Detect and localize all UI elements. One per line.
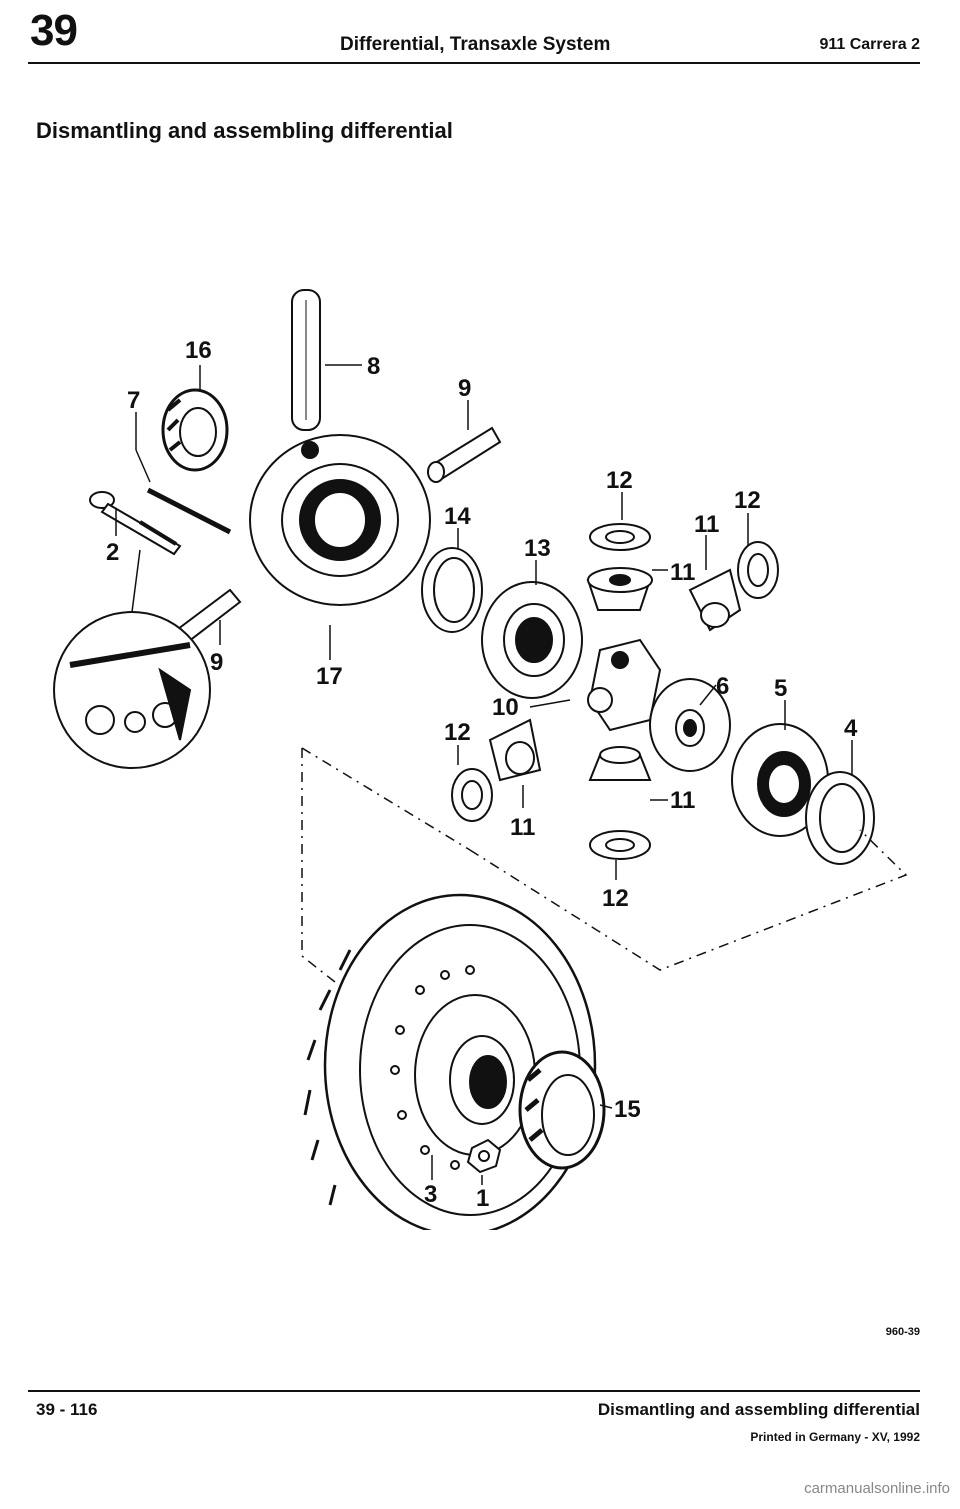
callout-4: 4 bbox=[844, 715, 858, 742]
shaft-part bbox=[291, 289, 321, 431]
callout-11-top-right: 11 bbox=[694, 511, 719, 538]
bolt-2-part bbox=[89, 491, 182, 556]
chapter-number: 39 bbox=[30, 6, 78, 55]
detail-inset bbox=[53, 549, 211, 769]
callout-16: 16 bbox=[185, 337, 212, 364]
thrust-washer-4-part bbox=[805, 771, 875, 865]
callout-10: 10 bbox=[492, 694, 519, 721]
callout-14: 14 bbox=[444, 503, 471, 530]
callout-12-right: 12 bbox=[734, 487, 761, 514]
bearing-16-part bbox=[161, 388, 229, 472]
pinion-gear-11-left-part bbox=[488, 718, 542, 782]
callout-17: 17 bbox=[316, 663, 343, 690]
callout-13: 13 bbox=[524, 535, 551, 562]
callout-11-left: 11 bbox=[510, 814, 535, 841]
callout-7: 7 bbox=[127, 387, 140, 414]
callout-2: 2 bbox=[106, 539, 119, 566]
page-header: 39 Differential, Transaxle System 911 Ca… bbox=[28, 6, 920, 64]
pin-9-right-part bbox=[427, 426, 502, 483]
shim-7-part bbox=[146, 487, 232, 535]
header-title: Differential, Transaxle System bbox=[340, 34, 611, 55]
callout-12-bottom: 12 bbox=[602, 885, 629, 912]
assembly-guide-lines bbox=[301, 747, 908, 987]
washer-12-right-part bbox=[737, 541, 779, 599]
callout-12-left: 12 bbox=[444, 719, 471, 746]
washer-12-top-part bbox=[589, 523, 651, 551]
page-number: 39 - 116 bbox=[36, 1400, 98, 1419]
callout-12-top: 12 bbox=[606, 467, 633, 494]
cross-block-10-part bbox=[587, 638, 662, 732]
footer-divider bbox=[28, 1390, 920, 1392]
leader-lines bbox=[115, 364, 853, 1185]
pinion-gear-11-top-part bbox=[586, 567, 653, 611]
callout-6: 6 bbox=[716, 673, 729, 700]
callout-1: 1 bbox=[476, 1185, 489, 1212]
differential-housing-part bbox=[249, 434, 431, 606]
side-gear-5-part bbox=[731, 723, 829, 837]
page-title: Dismantling and assembling differential bbox=[36, 118, 453, 143]
pinion-gear-11-right-part bbox=[688, 568, 742, 632]
side-gear-13-part bbox=[481, 581, 583, 699]
callout-11-top: 11 bbox=[670, 559, 695, 586]
header-model: 911 Carrera 2 bbox=[819, 36, 920, 53]
footer-section-title: Dismantling and assembling differential bbox=[597, 1400, 920, 1419]
nut-1-part bbox=[466, 1138, 502, 1174]
pinion-gear-11-bottom-part bbox=[588, 746, 652, 781]
watermark[interactable]: carmanualsonline.info bbox=[804, 1480, 950, 1497]
print-info: Printed in Germany - XV, 1992 bbox=[750, 1430, 920, 1444]
callout-9-top: 9 bbox=[458, 375, 471, 402]
callout-11-bottom: 11 bbox=[670, 787, 695, 814]
figure-code: 960-39 bbox=[885, 1326, 920, 1338]
washer-12-bottom-part bbox=[589, 830, 651, 860]
callout-5: 5 bbox=[774, 675, 787, 702]
washer-12-left-part bbox=[451, 768, 493, 822]
exploded-view-diagram: 16 8 7 9 2 12 12 14 11 13 11 9 17 6 5 10… bbox=[53, 289, 908, 1230]
callout-3: 3 bbox=[424, 1181, 437, 1208]
callout-9-left: 9 bbox=[210, 649, 223, 676]
side-gear-6-part bbox=[649, 678, 731, 772]
callout-8: 8 bbox=[367, 353, 380, 380]
thrust-washer-14-part bbox=[421, 547, 483, 633]
bearing-15-part bbox=[518, 1050, 606, 1170]
callout-15: 15 bbox=[614, 1096, 641, 1123]
